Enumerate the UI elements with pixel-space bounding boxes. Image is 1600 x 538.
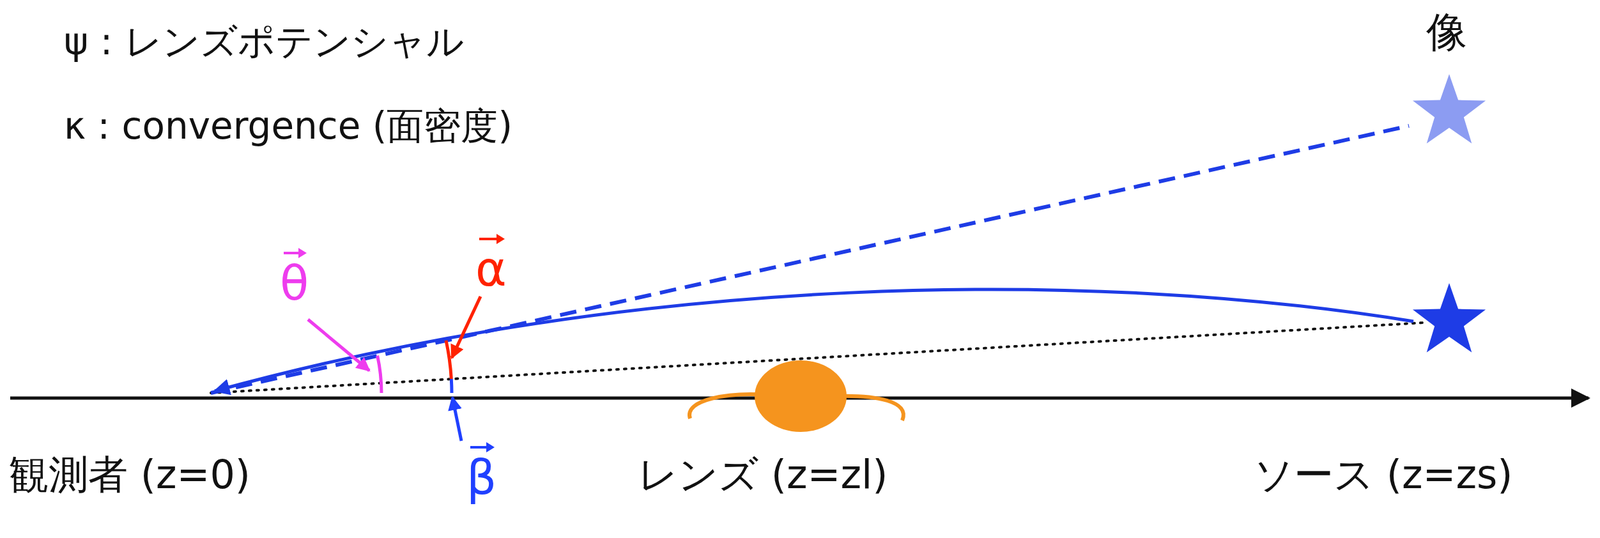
definition-text: κ : convergence (面密度): [63, 107, 513, 145]
vector-arrow: [475, 231, 507, 245]
theta-arc: [377, 355, 382, 393]
source-star: [1412, 283, 1486, 353]
vector-arrow: [279, 245, 309, 259]
position-label: レンズ (z=zl): [637, 454, 888, 495]
position-label: 観測者 (z=0): [8, 454, 251, 495]
vector-arrow: [466, 439, 497, 453]
angle-symbol: θ: [279, 259, 309, 307]
image-label-wrap: 像: [1426, 11, 1468, 53]
definition-text-wrap: ψ : レンズポテンシャル: [63, 23, 464, 61]
angle-symbol: α: [475, 245, 507, 293]
position-label-wrap: ソース (z=zs): [1253, 454, 1513, 495]
position-label-wrap: 観測者 (z=0): [8, 454, 251, 495]
position-label: ソース (z=zs): [1253, 454, 1513, 495]
light-path: [214, 289, 1414, 392]
definition-text: ψ : レンズポテンシャル: [63, 23, 464, 61]
true-direction-line: [210, 322, 1424, 393]
angle-symbol-wrap: β: [466, 439, 497, 501]
image-star: [1412, 74, 1486, 144]
beta-arc: [449, 378, 454, 393]
position-label-wrap: レンズ (z=zl): [637, 454, 888, 495]
image-label: 像: [1426, 11, 1468, 53]
lens-galaxy: [754, 360, 847, 432]
alpha-leader: [451, 296, 481, 358]
angle-symbol-wrap: θ: [279, 245, 309, 307]
beta-leader: [452, 397, 462, 441]
angle-symbol: β: [466, 453, 497, 501]
angle-symbol-wrap: α: [475, 231, 507, 293]
apparent-direction-line: [210, 125, 1409, 393]
definition-text-wrap: κ : convergence (面密度): [63, 107, 513, 145]
alpha-arc: [446, 340, 452, 379]
theta-leader: [307, 319, 370, 371]
